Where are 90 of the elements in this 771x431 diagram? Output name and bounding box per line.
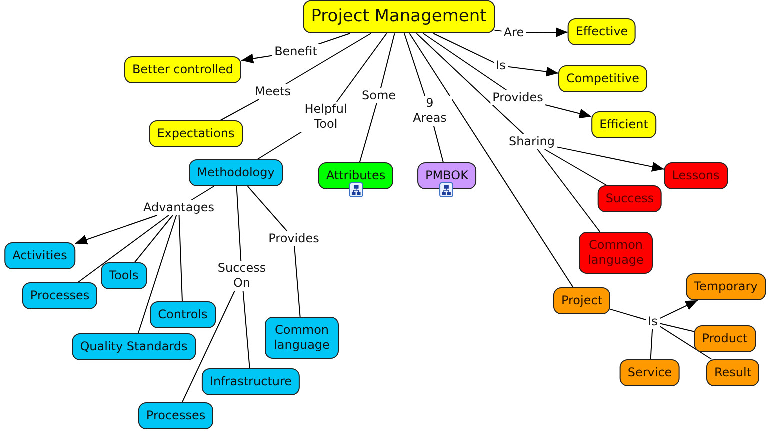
concept-box [138,402,214,430]
concept-label: Lessons [672,168,720,184]
concept-label: PMBOK [426,168,468,184]
concept-label: Processes [30,288,90,304]
concept-label: Better controlled [132,62,234,78]
connector-line [404,33,426,96]
concept-label: Project Management [311,6,487,28]
connector-line [416,33,525,135]
connector-line [74,215,158,245]
concept-label: Attributes [326,168,386,184]
linking-phrase: Is [646,314,660,330]
concept-label: Processes [146,408,206,424]
concept-box [202,368,300,396]
concept-label: Service [628,366,672,380]
concept-box [72,334,196,360]
concept-label: Controls [158,308,208,322]
connector-line [409,33,574,288]
connector-line [241,54,274,64]
connector-line [537,149,601,232]
linking-phrase: Advantages [142,200,216,216]
connector-line [659,326,712,360]
connector-line [318,33,351,45]
concept-label: Expectations [157,126,235,142]
concept-box [664,162,728,190]
connector-line [138,215,178,334]
concept-label: Methodology [197,166,275,180]
connector-line [257,132,302,160]
linking-phrase: Provides [490,90,546,106]
connector-line [544,104,592,119]
concept-box [686,274,766,300]
concept-box [598,186,662,212]
concept-label: Common language [587,238,645,268]
concept-box [265,317,339,359]
concept-label: Result [714,366,752,380]
connector-line [650,329,654,360]
concept-label: Effective [576,24,628,40]
linking-phrase: Some [360,88,398,104]
connector-line [507,66,559,77]
concept-box [4,242,76,270]
connector-line [544,149,608,186]
connector-line [78,215,170,283]
concept-box [150,302,216,328]
concept-box [553,288,611,314]
concept-box [22,282,98,310]
connector-line [134,215,174,263]
connector-line [294,246,301,318]
connector-line [242,290,250,369]
concept-label: Success [606,192,654,206]
connector-line [433,33,495,64]
concept-label: Efficient [600,118,648,132]
connector-line [190,186,215,201]
connector-line [285,33,372,85]
concept-label: Common language [273,323,331,353]
connector-line [359,103,378,163]
concept-box [706,360,760,386]
concept-label: Infrastructure [210,374,292,390]
concept-label: Project [561,294,603,308]
concept-box [189,160,283,186]
concept-box [579,232,653,274]
concept-label: Quality Standards [80,340,188,354]
connector-line [494,30,502,32]
concept-box [592,112,656,138]
connector-line [178,215,183,302]
linking-phrase: Benefit [272,44,320,60]
concept-box [620,360,680,386]
concept-box [558,66,648,92]
connector-line [659,300,698,320]
concept-label: Competitive [566,72,640,86]
connector-line [422,33,508,91]
concept-box [149,120,243,148]
connector-line [556,146,665,172]
connector-line [659,323,695,332]
connector-line [433,126,444,163]
concept-label: Product [702,332,748,346]
concept-box [568,18,636,46]
concept-label: Temporary [694,280,758,294]
connector-line [526,28,568,38]
connector-line [182,290,236,403]
concept-box [303,0,495,34]
concept-box [124,56,242,84]
concept-box [101,262,147,290]
concept-label: Tools [109,268,139,284]
concept-label: Activities [12,248,68,264]
connector-line [380,33,396,89]
connector-line [220,99,260,121]
connector-line [236,186,242,262]
concept-box [694,326,756,352]
connector-line [336,33,388,102]
connector-line [247,186,288,232]
connector-line [610,308,647,320]
